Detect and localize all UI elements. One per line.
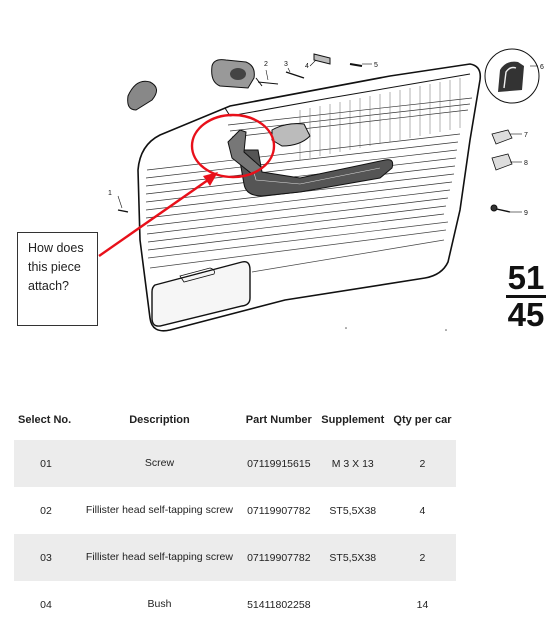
panel-hatch bbox=[299, 78, 461, 160]
cell-qty: 2 bbox=[388, 534, 456, 581]
cell-supplement: ST5,5X38 bbox=[316, 534, 389, 581]
cell-select-no: 04 bbox=[40, 598, 52, 611]
clip-part bbox=[211, 59, 255, 89]
cell-part-number: 07119907782 bbox=[241, 534, 317, 581]
callout-7: 7 bbox=[524, 132, 528, 139]
parts-table: Select No. Description Part Number Suppl… bbox=[14, 400, 456, 628]
lower-trim-lines bbox=[147, 221, 449, 273]
cell-supplement: M 3 X 13 bbox=[316, 440, 389, 487]
figure-divider bbox=[506, 295, 546, 298]
door-panel-diagram: 1 2 3 4 5 6 7 8 9 bbox=[98, 48, 544, 332]
table-row[interactable]: 01 Screw 07119915615 M 3 X 13 2 bbox=[14, 440, 456, 487]
callout-6: 6 bbox=[540, 64, 544, 71]
callout-4: 4 bbox=[305, 63, 309, 70]
callout-9: 9 bbox=[524, 210, 528, 217]
table-row[interactable]: 02 Fillister head self-tapping screw 071… bbox=[14, 487, 456, 534]
map-pocket bbox=[151, 260, 251, 327]
callout-numbers: 1 2 3 4 5 6 7 8 9 bbox=[108, 61, 544, 217]
callout-8: 8 bbox=[524, 160, 528, 167]
cell-qty: 4 bbox=[419, 504, 426, 517]
cell-part-number: 07119915615 bbox=[241, 440, 317, 487]
cell-description: Fillister head self-tapping screw bbox=[77, 534, 242, 581]
armrest-bracket bbox=[227, 129, 263, 175]
leader-lines bbox=[117, 59, 538, 213]
cell-supplement: ST5,5X38 bbox=[329, 504, 377, 517]
stray-marks bbox=[345, 327, 447, 331]
detail-circle bbox=[484, 48, 540, 104]
cell-select-no: 03 bbox=[14, 534, 78, 581]
cell-part-number: 51411802258 bbox=[247, 598, 311, 611]
cell-qty: 2 bbox=[388, 440, 456, 487]
cell-select-no: 02 bbox=[40, 504, 52, 517]
cell-description: Fillister head self-tapping screw bbox=[85, 504, 233, 516]
header-description: Description bbox=[129, 414, 190, 426]
cell-select-no: 01 bbox=[14, 440, 78, 487]
header-qty: Qty per car bbox=[393, 414, 452, 426]
callout-2: 2 bbox=[264, 61, 268, 68]
side-clips bbox=[491, 129, 513, 171]
parts-table-header: Select No. Description Part Number Suppl… bbox=[14, 400, 456, 440]
callout-5: 5 bbox=[374, 62, 378, 69]
figure-number: 51 45 bbox=[504, 259, 548, 333]
annotation-highlight bbox=[98, 113, 276, 257]
figure-number-bottom: 45 bbox=[507, 296, 545, 333]
cell-qty: 14 bbox=[416, 598, 429, 611]
callout-1: 1 bbox=[108, 190, 112, 197]
screw-parts bbox=[117, 53, 511, 213]
header-part-number: Part Number bbox=[245, 414, 312, 426]
figure-number-top: 51 bbox=[507, 259, 545, 296]
header-select-no: Select No. bbox=[18, 414, 72, 426]
cell-part-number: 07119907782 bbox=[247, 504, 311, 517]
question-callout-box: How does this piece attach? bbox=[17, 232, 98, 326]
callout-text: How does this piece attach? bbox=[28, 241, 84, 293]
table-row[interactable]: 04 Bush 51411802258 14 bbox=[14, 581, 456, 628]
grommet-part bbox=[127, 80, 157, 111]
callout-3: 3 bbox=[284, 61, 288, 68]
door-panel bbox=[137, 63, 482, 332]
header-supplement: Supplement bbox=[321, 414, 385, 426]
table-row[interactable]: 03 Fillister head self-tapping screw 071… bbox=[14, 534, 456, 581]
cell-description: Screw bbox=[77, 440, 242, 487]
cell-supplement bbox=[317, 581, 389, 628]
cell-description: Bush bbox=[147, 598, 172, 610]
